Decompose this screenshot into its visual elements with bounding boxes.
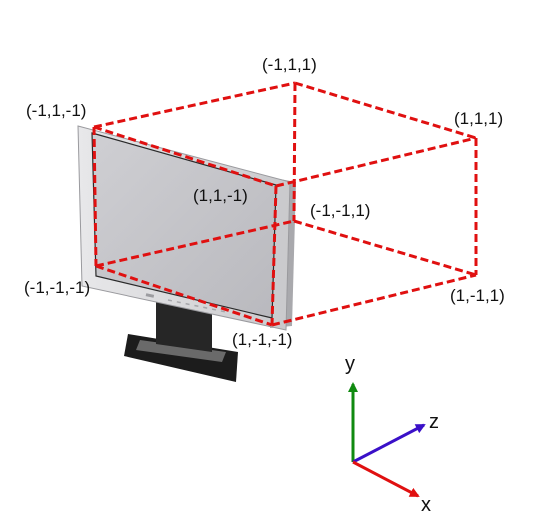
edge-bottom-left bbox=[95, 219, 295, 268]
axes: y z x bbox=[345, 353, 439, 516]
vertex-label-m1-1-1: (-1,1,1) bbox=[262, 55, 317, 74]
vertex-label-1-m1-m1: (1,-1,-1) bbox=[232, 330, 292, 349]
edge-back-left bbox=[292, 82, 297, 222]
monitor-stand-base-top bbox=[136, 340, 226, 362]
edge-top-right bbox=[275, 136, 477, 188]
edge-front-right bbox=[270, 185, 278, 326]
edge-bottom-right bbox=[271, 273, 477, 327]
cube-edges bbox=[92, 81, 478, 327]
edge-front-bottom bbox=[95, 264, 273, 327]
y-axis-label: y bbox=[345, 353, 355, 375]
vertex-label-m1-m1-m1: (-1,-1,-1) bbox=[24, 278, 90, 297]
vertex-label-1-1-m1: (1,1,-1) bbox=[193, 186, 248, 205]
vertex-label-m1-1-m1: (-1,1,-1) bbox=[26, 101, 86, 120]
edge-back-bottom bbox=[293, 219, 477, 277]
vertex-labels: (-1,1,-1) (-1,1,1) (1,1,1) (1,1,-1) (-1,… bbox=[24, 55, 505, 349]
monitor-buttons bbox=[167, 299, 227, 313]
vertex-label-1-m1-1: (1,-1,1) bbox=[450, 286, 505, 305]
edge-back-top bbox=[294, 81, 477, 140]
vertex-label-1-1-1: (1,1,1) bbox=[454, 109, 503, 128]
edge-front-top bbox=[93, 125, 277, 188]
monitor-logo bbox=[145, 293, 155, 298]
monitor-stand-neck bbox=[156, 300, 212, 352]
edge-front-left bbox=[92, 126, 98, 267]
edge-top-left bbox=[93, 81, 296, 129]
x-axis-label: x bbox=[421, 494, 431, 516]
z-axis-arrow bbox=[352, 423, 426, 464]
z-axis-label: z bbox=[429, 411, 439, 433]
vertex-label-m1-m1-1: (-1,-1,1) bbox=[310, 201, 370, 220]
x-axis-arrow bbox=[352, 460, 420, 498]
